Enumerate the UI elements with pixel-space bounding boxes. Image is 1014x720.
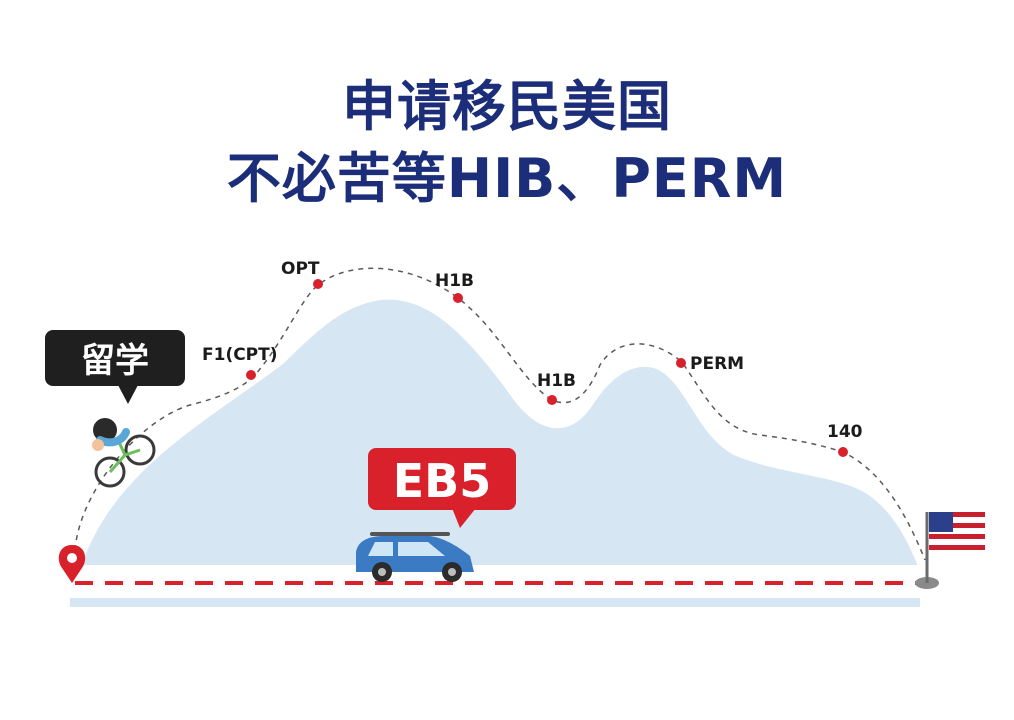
mountain-silhouette: [70, 289, 930, 575]
milestone-label-f1: F1(CPT): [202, 345, 278, 365]
title-line-2: 不必苦等HIB、PERM: [226, 147, 788, 210]
milestone-dot-f1: [246, 370, 256, 380]
milestone-dot-perm: [676, 358, 686, 368]
title-line-1: 申请移民美国: [342, 75, 672, 138]
cyclist-icon: [92, 418, 156, 488]
start-bubble-label: 留学: [81, 341, 149, 381]
milestone-label-perm: PERM: [690, 354, 744, 374]
milestone-label-opt: OPT: [281, 259, 320, 279]
eb5-bubble-label: EB5: [393, 454, 492, 508]
milestone-dot-h1b-b: [547, 395, 557, 405]
eb5-bubble: EB5: [368, 448, 516, 528]
car-icon: [356, 532, 474, 582]
milestone-label-140: 140: [827, 422, 863, 442]
start-bubble: 留学: [45, 330, 185, 404]
location-pin-icon: [58, 545, 86, 583]
milestone-label-h1b-b: H1B: [537, 371, 576, 391]
road-band: [70, 598, 920, 607]
milestone-label-h1b-a: H1B: [435, 271, 474, 291]
milestone-dot-140: [838, 447, 848, 457]
milestone-dot-h1b-a: [453, 293, 463, 303]
us-flag-icon: [915, 512, 985, 589]
milestone-dot-opt: [313, 279, 323, 289]
